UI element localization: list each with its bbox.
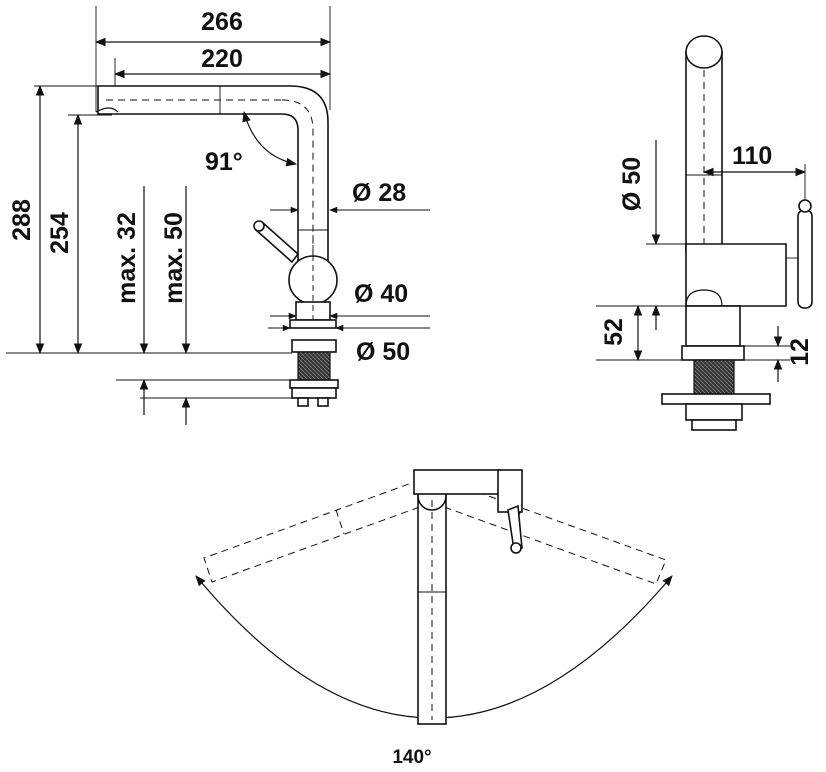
top-view: 140° [195,469,673,768]
dimension-220: 220 [113,45,332,79]
spout-position-left [203,479,429,583]
dimension-max-32: max. 32 [113,186,149,415]
spout-position-right [435,479,667,585]
side-base [661,305,771,431]
label-52: 52 [600,318,628,346]
mounting-shank [289,339,339,407]
dimension-288: 288 [8,84,45,355]
label-max-50: max. 50 [160,212,188,304]
label-12: 12 [786,338,814,366]
label-dia-28: Ø 28 [352,179,406,207]
spout-position-center [413,469,523,725]
side-view: 110 Ø 50 52 12 [596,35,814,431]
dimension-12: 12 [744,326,814,382]
dimension-max-50: max. 50 [160,186,191,425]
lever-handle [253,220,300,264]
dimension-254: 254 [46,113,83,355]
angle-91: 91° [205,110,298,176]
label-dia-50-front: Ø 50 [356,338,410,366]
label-dia-40: Ø 40 [354,280,408,308]
dimension-dia-28: Ø 28 [270,179,430,214]
dimension-266: 266 [94,8,332,47]
side-body [685,243,787,307]
base-plate: Ø 50 [268,319,430,366]
label-max-32: max. 32 [113,212,141,304]
label-140: 140° [392,747,431,768]
dimension-52: 52 [596,304,686,362]
label-220: 220 [201,45,243,73]
dimension-dia-50-side: Ø 50 [618,140,686,330]
label-266: 266 [201,8,243,36]
dimension-110: 110 [702,142,807,200]
label-254: 254 [46,212,74,254]
top-lever [507,504,523,554]
side-spout-pipe [685,35,723,253]
dimension-dia-40: Ø 40 [270,280,430,320]
faucet-body [288,235,338,321]
label-dia-50-side: Ø 50 [618,157,646,211]
side-lever [786,199,813,309]
front-view: 266 220 288 254 max. 32 [6,6,430,425]
label-110: 110 [732,142,772,170]
label-91: 91° [205,148,243,176]
label-288: 288 [8,199,36,241]
